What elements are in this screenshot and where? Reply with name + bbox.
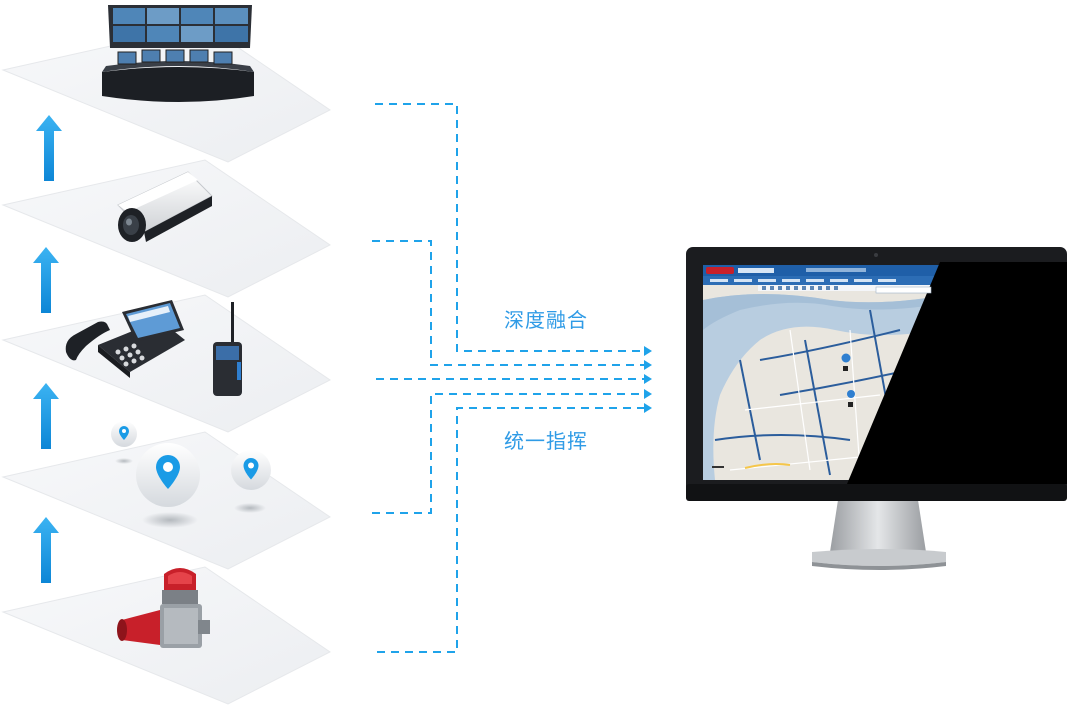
map-marker[interactable]: [843, 366, 848, 371]
up-arrow-icon: [36, 115, 62, 181]
map-marker[interactable]: [847, 390, 855, 398]
location-pin-icon: [111, 421, 271, 528]
app-logo: [706, 267, 734, 274]
alarm-siren-icon: [117, 568, 210, 648]
connector-1: [375, 103, 652, 356]
computer-monitor-icon: [686, 247, 1067, 570]
up-arrow-icon: [33, 247, 59, 313]
up-arrow-icon: [33, 517, 59, 583]
surveillance-camera-icon: [117, 171, 213, 242]
dashed-connectors: [372, 103, 652, 653]
connector-5: [377, 403, 652, 653]
command-label: 统一指挥: [504, 429, 588, 453]
desk-phone-and-radio-icon: [65, 300, 242, 396]
connector-2: [372, 240, 652, 370]
connector-4: [372, 389, 652, 514]
fusion-label: 深度融合: [504, 308, 588, 332]
video-wall-console-icon: [102, 5, 254, 102]
map-scale-bar: [712, 466, 724, 468]
up-arrows: [33, 115, 62, 583]
up-arrow-icon: [33, 383, 59, 449]
map-marker[interactable]: [841, 353, 851, 363]
map-search-box[interactable]: [875, 286, 932, 294]
map-marker[interactable]: [848, 402, 853, 407]
screen-dark-overlay: [847, 262, 1067, 484]
